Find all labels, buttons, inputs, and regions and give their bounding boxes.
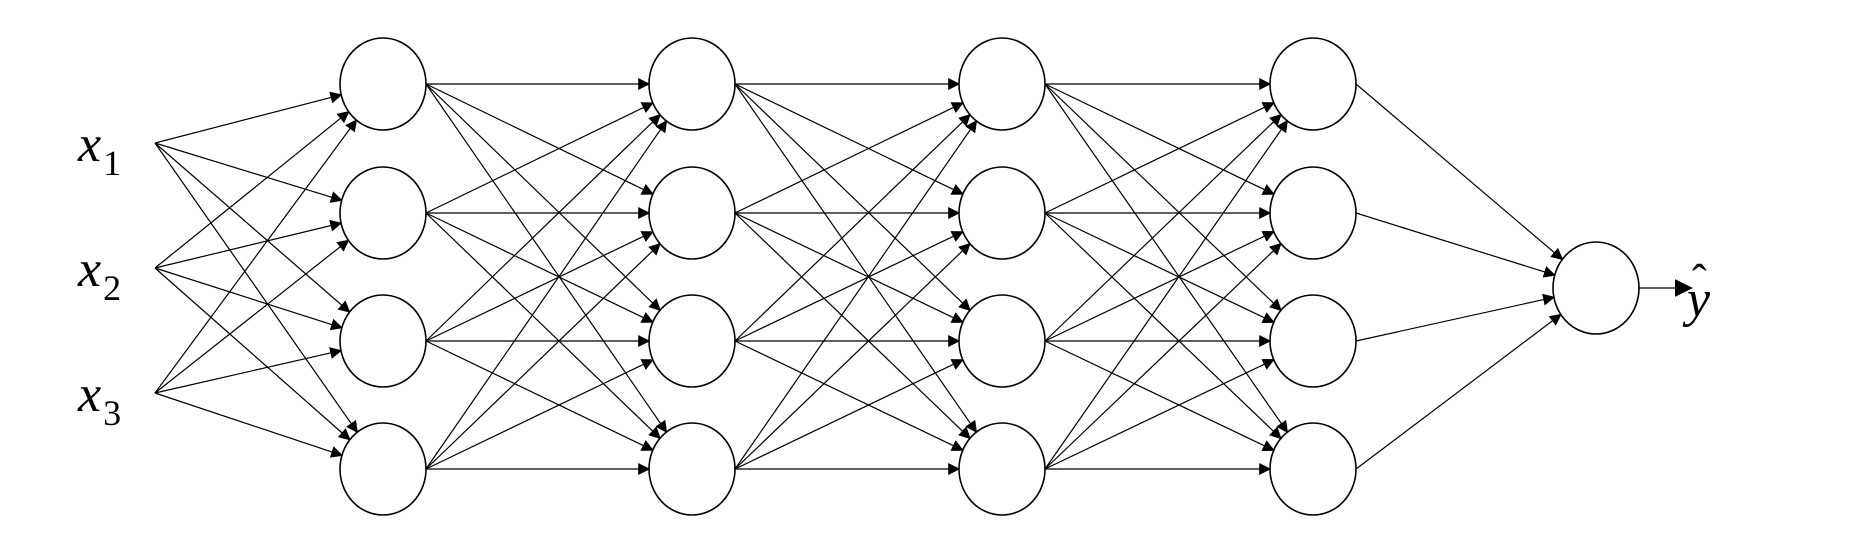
edge-h2n2-h3n3 bbox=[734, 212, 964, 323]
edge-h3n3-h4n2 bbox=[1044, 230, 1275, 342]
input-label-x3: x3 bbox=[77, 366, 121, 433]
edge-h3n3-h4n1 bbox=[1044, 113, 1282, 342]
edge-h2n2-h3n1 bbox=[734, 102, 964, 214]
edge-input1-h1n3 bbox=[154, 142, 351, 313]
edge-input2-h1n4 bbox=[154, 267, 351, 441]
neuron-layer1-1 bbox=[339, 37, 427, 131]
edge-h4n2-output bbox=[1355, 212, 1556, 278]
edge-input3-h1n4 bbox=[154, 392, 344, 458]
neuron-layer2-2 bbox=[648, 166, 736, 260]
neuron-layer3-3 bbox=[958, 294, 1046, 388]
input-label-x2: x2 bbox=[77, 241, 121, 308]
neurons bbox=[339, 37, 1640, 516]
edge-h2n1-h3n4 bbox=[734, 83, 978, 434]
edge-input3-h1n1 bbox=[154, 119, 358, 394]
neuron-layer2-1 bbox=[648, 37, 736, 131]
edge-h4n4-output bbox=[1355, 313, 1562, 470]
edge-h1n4-h2n1 bbox=[425, 120, 668, 470]
neuron-layer4-2 bbox=[1269, 166, 1357, 260]
neuron-layer4-1 bbox=[1269, 37, 1357, 131]
neuron-layer4-4 bbox=[1269, 422, 1357, 516]
edge-h1n4-h2n2 bbox=[425, 242, 661, 470]
edge-h1n3-h2n2 bbox=[425, 231, 654, 342]
neuron-layer1-2 bbox=[339, 166, 427, 260]
edge-h2n3-h3n4 bbox=[734, 340, 964, 451]
edge-h2n3-h3n2 bbox=[734, 231, 964, 342]
edge-h1n2-h2n3 bbox=[425, 212, 654, 323]
edge-input3-h1n3 bbox=[154, 347, 343, 394]
edge-h3n1-h4n3 bbox=[1044, 83, 1282, 312]
neuron-layer1-4 bbox=[339, 422, 427, 516]
edge-h1n1-h2n3 bbox=[425, 83, 661, 312]
edge-h3n2-h4n3 bbox=[1044, 212, 1275, 324]
edge-h2n2-h3n4 bbox=[734, 212, 971, 440]
edge-h3n3-h4n4 bbox=[1044, 340, 1275, 452]
neuron-layer2-4 bbox=[648, 422, 736, 516]
edge-h3n4-h4n1 bbox=[1044, 119, 1289, 470]
edge-h3n4-h4n3 bbox=[1044, 358, 1275, 470]
edge-h2n4-h3n1 bbox=[734, 119, 978, 470]
edge-input1-h1n2 bbox=[154, 142, 343, 203]
edge-h2n1-h3n2 bbox=[734, 83, 964, 195]
edge-h2n4-h3n2 bbox=[734, 242, 971, 470]
neuron-layer4-3 bbox=[1269, 294, 1357, 388]
edge-h3n1-h4n4 bbox=[1044, 83, 1289, 434]
output-hat: ˆ bbox=[1692, 256, 1707, 305]
neuron-layer3-2 bbox=[958, 166, 1046, 260]
edge-h2n1-h3n3 bbox=[734, 83, 971, 312]
edge-h4n1-output bbox=[1355, 83, 1564, 261]
edge-h3n4-h4n2 bbox=[1044, 242, 1282, 470]
edge-h1n1-h2n2 bbox=[425, 83, 654, 195]
edge-h1n4-h2n3 bbox=[425, 359, 654, 470]
edge-input2-h1n1 bbox=[154, 110, 350, 269]
edge-input3-h1n2 bbox=[154, 239, 350, 394]
labels: x1 x2 x3 yˆ bbox=[77, 116, 1711, 433]
edge-h2n4-h3n3 bbox=[734, 359, 964, 470]
output-neuron bbox=[1552, 241, 1640, 335]
edge-h3n1-h4n2 bbox=[1044, 83, 1275, 195]
output-label-yhat: y bbox=[1682, 271, 1711, 328]
edge-input1-h1n4 bbox=[154, 142, 358, 434]
input-label-x1: x1 bbox=[77, 116, 121, 183]
edge-h3n2-h4n4 bbox=[1044, 212, 1282, 440]
connections bbox=[154, 78, 1693, 475]
neuron-layer2-3 bbox=[648, 294, 736, 388]
edge-h1n3-h2n4 bbox=[425, 340, 654, 451]
edge-h1n2-h2n4 bbox=[425, 212, 661, 440]
edge-input1-h1n1 bbox=[154, 91, 343, 144]
edge-h2n3-h3n1 bbox=[734, 113, 971, 342]
edge-h3n2-h4n1 bbox=[1044, 102, 1275, 214]
neuron-layer3-4 bbox=[958, 422, 1046, 516]
edge-h1n3-h2n1 bbox=[425, 113, 661, 342]
edge-h1n1-h2n4 bbox=[425, 83, 668, 433]
edge-h4n3-output bbox=[1355, 293, 1556, 342]
edge-input2-h1n2 bbox=[154, 219, 343, 269]
neuron-layer3-1 bbox=[958, 37, 1046, 131]
neuron-layer1-3 bbox=[339, 294, 427, 388]
edge-h1n2-h2n1 bbox=[425, 102, 654, 214]
edge-input2-h1n3 bbox=[154, 267, 343, 331]
